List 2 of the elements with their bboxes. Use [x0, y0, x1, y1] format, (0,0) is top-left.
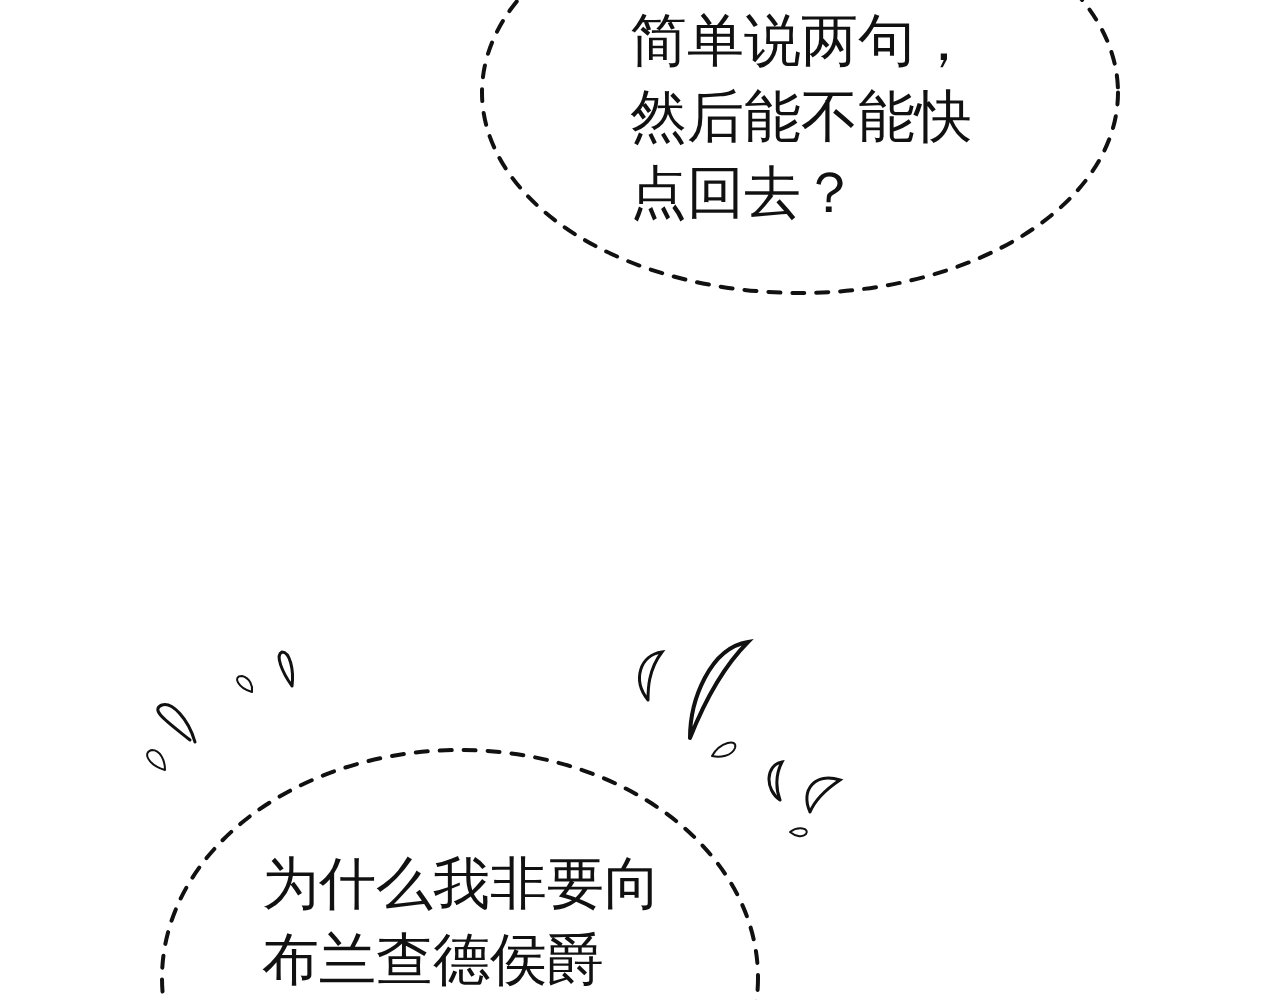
- dialogue-text: 简单说两句，然后能不能快点回去？: [630, 6, 973, 227]
- dialogue-text: 为什么我非要向布兰查德侯爵: [262, 849, 662, 994]
